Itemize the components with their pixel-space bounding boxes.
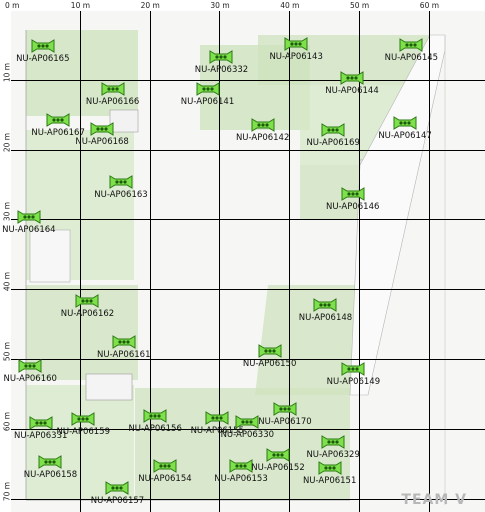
wifi-access-point-icon[interactable] — [341, 362, 365, 377]
y-tick-label: 50 m — [2, 341, 12, 362]
wifi-access-point-icon[interactable] — [340, 71, 364, 86]
wifi-access-point-icon[interactable] — [17, 209, 41, 224]
wifi-access-point-icon[interactable] — [75, 294, 99, 308]
wifi-access-point-icon[interactable] — [321, 435, 345, 449]
wifi-access-point-icon[interactable] — [393, 116, 417, 130]
y-tick-label: 40 m — [2, 272, 12, 292]
grid-line-x — [428, 0, 430, 512]
grid-line-y — [0, 428, 485, 430]
wifi-access-point-icon[interactable] — [71, 412, 95, 426]
access-point-label: NU-AP06149 — [326, 377, 381, 388]
access-point-label: NU-AP06169 — [306, 138, 360, 149]
wifi-access-point-icon[interactable] — [153, 459, 177, 474]
y-tick-label: 30 m — [2, 202, 12, 222]
access-point-label: NU-AP06155 — [190, 425, 245, 436]
wifi-access-point-icon[interactable] — [46, 113, 70, 128]
access-point-label: NU-AP06156 — [128, 424, 182, 435]
access-point-label: NU-AP06154 — [138, 474, 192, 485]
wifi-access-point-icon[interactable] — [235, 414, 259, 429]
wifi-access-point-icon[interactable] — [38, 454, 62, 469]
access-point-label: NU-AP06160 — [3, 373, 57, 384]
x-tick-label: 40 m — [280, 1, 300, 10]
x-tick-label: 20 m — [140, 1, 160, 10]
grid-line-y — [0, 498, 485, 500]
wifi-access-point-icon[interactable] — [109, 174, 133, 189]
access-point-label: NU-AP06159 — [56, 427, 110, 438]
access-point-label: NU-AP06158 — [23, 469, 78, 480]
wifi-access-point-icon[interactable] — [318, 460, 342, 475]
access-point-label: NU-AP06332 — [194, 64, 249, 75]
watermark-logo: TEAM V — [401, 492, 467, 508]
wifi-access-point-icon[interactable] — [341, 186, 365, 201]
access-point-label: NU-AP06144 — [325, 86, 379, 97]
wifi-access-point-icon[interactable] — [18, 359, 42, 373]
wifi-access-point-icon[interactable] — [209, 49, 233, 64]
grid-line-x — [149, 0, 151, 512]
access-point-label: NU-AP06162 — [60, 309, 115, 320]
grid-line-y — [0, 149, 485, 151]
access-point-label: NU-AP06161 — [97, 349, 151, 360]
access-point-label: NU-AP06157 — [90, 496, 145, 507]
access-point-label: NU-AP06152 — [251, 463, 305, 474]
wifi-access-point-icon[interactable] — [31, 39, 55, 54]
wifi-access-point-icon[interactable] — [205, 410, 229, 425]
wifi-access-point-icon[interactable] — [284, 36, 308, 51]
wifi-access-point-icon[interactable] — [321, 123, 345, 137]
access-point-label: NU-AP06168 — [75, 136, 129, 147]
x-tick-label: 0 m — [5, 1, 20, 10]
x-tick-label: 60 m — [419, 1, 440, 10]
access-point-label: NU-AP06145 — [384, 52, 439, 63]
x-tick-label: 50 m — [350, 1, 370, 10]
y-tick-label: 70 m — [2, 481, 12, 501]
wifi-access-point-icon[interactable] — [399, 38, 423, 52]
access-point-label: NU-AP06330 — [220, 429, 275, 440]
access-point-label: NU-AP06141 — [180, 96, 235, 107]
access-point-label: NU-AP06150 — [242, 358, 297, 369]
wifi-access-point-icon[interactable] — [112, 334, 136, 349]
access-point-label: NU-AP06153 — [214, 473, 268, 484]
wifi-access-point-icon[interactable] — [266, 448, 290, 463]
grid-line-x — [359, 0, 360, 512]
grid-line-x — [219, 0, 221, 512]
wifi-access-point-icon[interactable] — [251, 118, 275, 133]
wifi-access-point-icon[interactable] — [90, 121, 114, 136]
y-tick-label: 60 m — [2, 411, 12, 431]
wifi-access-point-icon[interactable] — [143, 409, 167, 424]
x-axis-ruler — [0, 0, 485, 11]
grid-line-x — [79, 0, 81, 512]
wifi-access-point-icon[interactable] — [229, 458, 253, 473]
grid-line-y — [0, 289, 485, 291]
grid-line-y — [0, 219, 485, 221]
grid-line-x — [289, 0, 291, 512]
wifi-access-point-icon[interactable] — [101, 81, 125, 96]
access-point-label: NU-AP06166 — [85, 96, 140, 107]
wifi-access-point-icon[interactable] — [29, 416, 53, 431]
x-tick-label: 30 m — [210, 1, 230, 10]
y-axis-ruler — [0, 0, 11, 512]
access-point-label: NU-AP06329 — [306, 450, 360, 461]
wifi-access-point-icon[interactable] — [196, 81, 220, 96]
access-point-label: NU-AP06147 — [378, 131, 432, 142]
access-point-label: NU-AP06164 — [2, 224, 56, 235]
wifi-access-point-icon[interactable] — [258, 343, 282, 358]
access-point-label: NU-AP06148 — [298, 313, 353, 324]
access-point-label: NU-AP06151 — [302, 475, 357, 486]
access-point-label: NU-AP06165 — [16, 54, 70, 65]
access-point-label: NU-AP06142 — [235, 133, 290, 144]
access-point-label: NU-AP06331 — [13, 431, 68, 442]
grid-line-y — [0, 79, 485, 81]
wifi-access-point-icon[interactable] — [273, 401, 297, 416]
wifi-access-point-icon[interactable] — [313, 298, 337, 313]
access-point-label: NU-AP06146 — [325, 201, 380, 212]
access-point-label: NU-AP06143 — [269, 51, 323, 62]
access-point-label: NU-AP06163 — [94, 189, 148, 200]
access-point-label: NU-AP06170 — [258, 416, 312, 427]
grid-line-y — [0, 359, 485, 360]
wifi-access-point-icon[interactable] — [105, 481, 129, 496]
access-point-label: NU-AP06167 — [31, 128, 85, 139]
x-tick-label: 10 m — [70, 1, 91, 10]
